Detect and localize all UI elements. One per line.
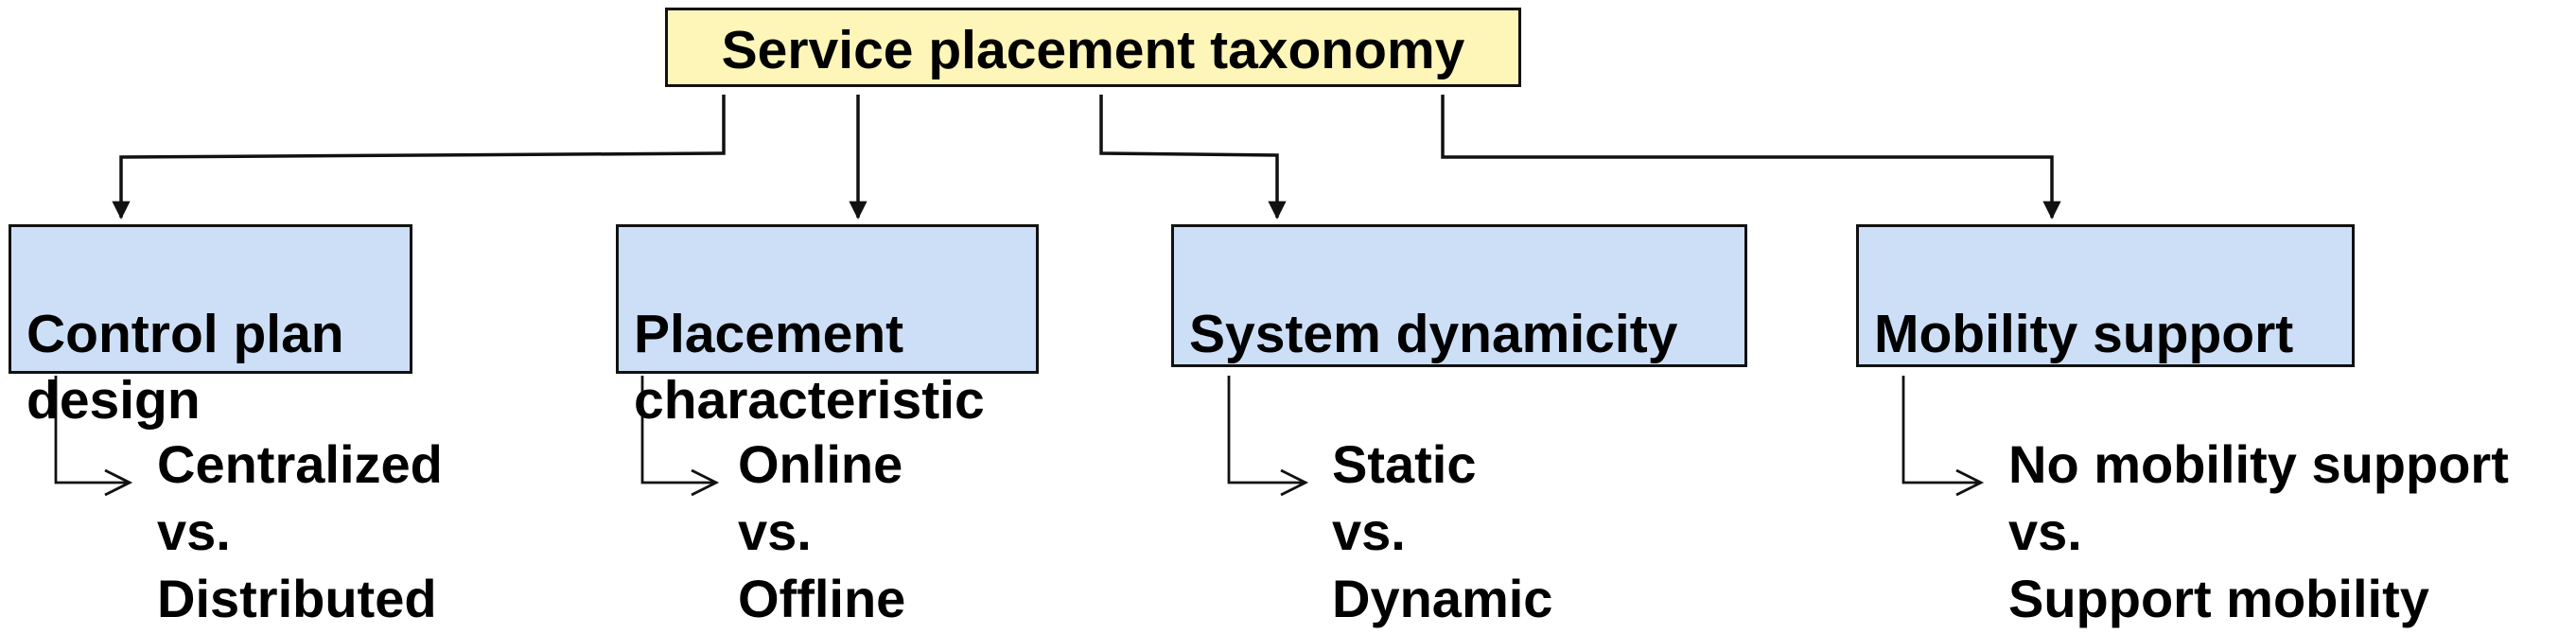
options-control-plan-design: Centralized vs. Distributed <box>157 431 443 632</box>
connector-control-plan-design <box>112 95 726 220</box>
root-node-box: Service placement taxonomy <box>665 8 1521 87</box>
options-placement-characteristic: Online vs. Offline <box>738 431 905 632</box>
option-text: vs. <box>1332 502 1406 561</box>
branch-arrow-system-dynamicity <box>1227 376 1309 497</box>
root-node-label: Service placement taxonomy <box>721 20 1465 80</box>
connector-mobility-support <box>1441 95 2061 220</box>
category-box-placement-characteristic: Placement characteristic <box>616 224 1039 431</box>
category-box-control-plan-design: Control plan design <box>9 224 412 431</box>
options-mobility-support: No mobility support vs. Support mobility <box>2008 431 2509 632</box>
branch-arrow-placement-characteristic <box>640 376 720 497</box>
connector-system-dynamicity <box>1099 95 1287 220</box>
option-text: Offline <box>738 569 906 628</box>
option-text: Centralized <box>157 434 443 494</box>
option-text: vs. <box>2008 502 2082 561</box>
option-text: Online <box>738 434 903 494</box>
option-text: Distributed <box>157 569 437 628</box>
category-box-system-dynamicity: System dynamicity <box>1171 224 1747 367</box>
option-text: Dynamic <box>1332 569 1553 628</box>
option-text: Static <box>1332 434 1477 494</box>
option-text: vs. <box>157 502 231 561</box>
category-label: Mobility support <box>1874 304 2294 364</box>
category-label: Placement characteristic <box>634 304 985 431</box>
option-text: Support mobility <box>2008 569 2429 628</box>
category-box-mobility-support: Mobility support <box>1856 224 2355 367</box>
option-text: No mobility support <box>2008 434 2509 494</box>
branch-arrow-mobility-support <box>1901 376 1985 497</box>
branch-arrow-control-plan-design <box>54 376 133 497</box>
options-system-dynamicity: Static vs. Dynamic <box>1332 431 1552 632</box>
category-label: Control plan design <box>26 304 344 431</box>
option-text: vs. <box>738 502 812 561</box>
category-label: System dynamicity <box>1189 304 1678 364</box>
